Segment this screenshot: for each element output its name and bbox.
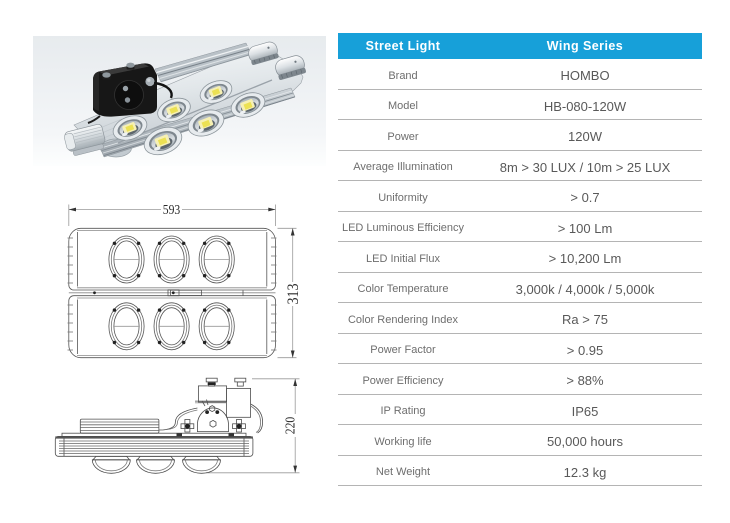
svg-text:220: 220 <box>284 417 299 435</box>
svg-text:593: 593 <box>163 203 181 218</box>
svg-text:313: 313 <box>285 284 302 305</box>
